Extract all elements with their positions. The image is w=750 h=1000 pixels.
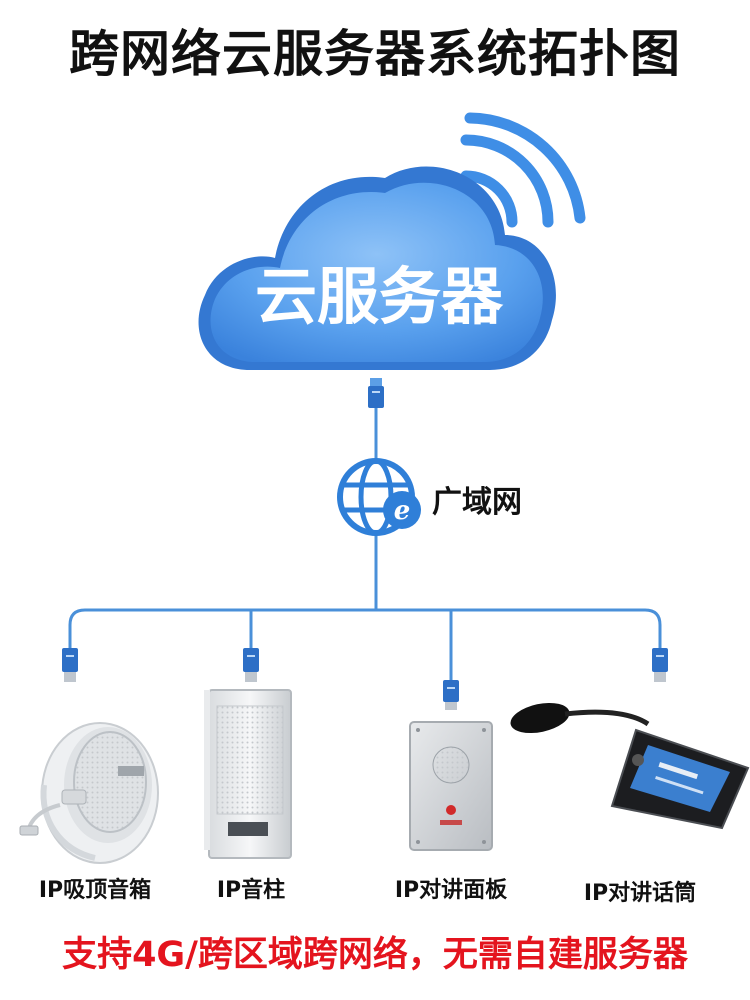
device-label-intercom-microphone: IP对讲话筒 bbox=[550, 875, 730, 907]
svg-text:e: e bbox=[394, 496, 411, 526]
device-label-intercom-panel: IP对讲面板 bbox=[361, 872, 541, 904]
device-label-column-speaker: IP音柱 bbox=[161, 872, 341, 904]
column-speaker-device bbox=[204, 690, 291, 858]
wan-label: 广域网 bbox=[432, 485, 522, 520]
rj45-connector-icon bbox=[443, 680, 459, 710]
rj45-connector-icon bbox=[368, 378, 384, 408]
rj45-connector-icon bbox=[243, 648, 259, 682]
intercom-panel-device bbox=[410, 722, 492, 850]
ceiling-speaker-device bbox=[20, 723, 158, 863]
network-cables bbox=[70, 408, 660, 680]
wan-globe-icon: e bbox=[340, 461, 421, 533]
intercom-microphone-device bbox=[508, 698, 748, 828]
device-label-ceiling-speaker: IP吸顶音箱 bbox=[5, 872, 185, 904]
footer-slogan: 支持4G/跨区域跨网络，无需自建服务器 bbox=[0, 926, 750, 977]
rj45-connector-icon bbox=[62, 648, 78, 682]
cloud-server-label: 云服务器 bbox=[255, 260, 504, 333]
rj45-connector-icon bbox=[652, 648, 668, 682]
